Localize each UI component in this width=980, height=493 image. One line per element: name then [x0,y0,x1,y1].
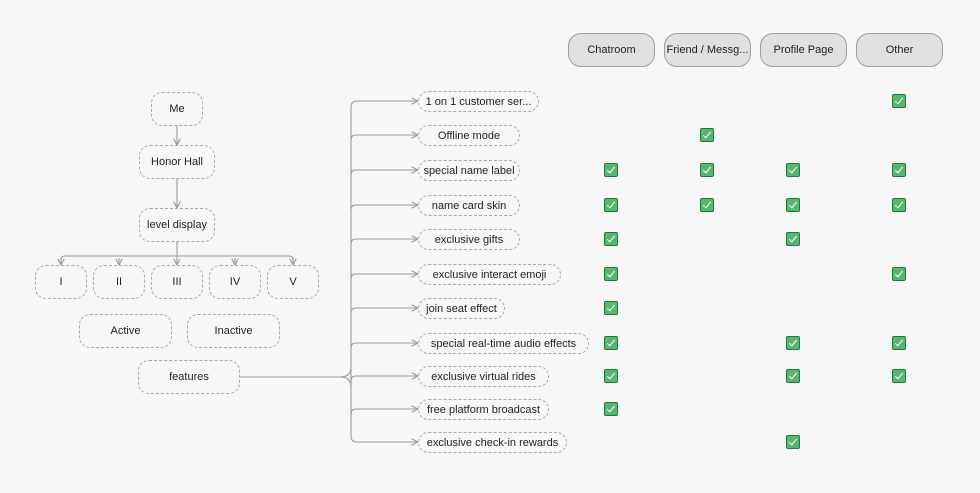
check-icon [786,336,800,350]
features-node: features [138,360,240,394]
connector-line [350,376,417,382]
check-icon [786,369,800,383]
check-icon [892,198,906,212]
check-icon [892,369,906,383]
level-node-4: IV [209,265,261,299]
feature-node: name card skin [418,195,520,216]
check-icon [604,232,618,246]
check-icon [786,198,800,212]
connector-line [350,101,417,108]
check-icon [604,336,618,350]
check-icon [604,267,618,281]
active-node: Active [79,314,172,348]
check-icon [604,402,618,416]
check-icon [892,94,906,108]
honor-hall-node: Honor Hall [139,145,215,179]
connector-line [350,239,417,245]
check-icon [700,128,714,142]
feature-node: special name label [418,160,520,181]
level-node-1: I [35,265,87,299]
column-header-chatroom: Chatroom [568,33,655,67]
level-node-2: II [93,265,145,299]
check-icon [892,163,906,177]
connector-line [339,366,352,378]
column-header-friend-messages: Friend / Messg... [664,33,751,67]
feature-node: join seat effect [418,298,505,319]
connector-line [350,308,417,314]
check-icon [892,336,906,350]
check-icon [892,267,906,281]
inactive-node: Inactive [187,314,280,348]
check-icon [786,163,800,177]
connector-line [339,376,352,388]
feature-node: 1 on 1 customer ser... [418,91,539,112]
check-icon [786,232,800,246]
feature-node: exclusive interact emoji [418,264,561,285]
feature-node: exclusive check-in rewards [418,432,567,453]
column-header-profile-page: Profile Page [760,33,847,67]
feature-node: free platform broadcast [418,399,549,420]
me-node: Me [151,92,203,126]
connector-line [350,205,417,211]
connector-line [350,135,417,141]
feature-node: exclusive virtual rides [418,366,549,387]
connector-line [350,435,417,442]
check-icon [604,369,618,383]
check-icon [700,163,714,177]
level-node-3: III [151,265,203,299]
connector-line [350,409,417,415]
feature-node: exclusive gifts [418,229,520,250]
check-icon [604,301,618,315]
check-icon [700,198,714,212]
connector-line [350,170,417,176]
check-icon [604,198,618,212]
check-icon [786,435,800,449]
connector-line [350,274,417,280]
column-header-other: Other [856,33,943,67]
feature-node: Offline mode [418,125,520,146]
connector-line [350,343,417,349]
level-node-5: V [267,265,319,299]
level-display-node: level display [139,208,215,242]
check-icon [604,163,618,177]
feature-node: special real-time audio effects [418,333,589,354]
